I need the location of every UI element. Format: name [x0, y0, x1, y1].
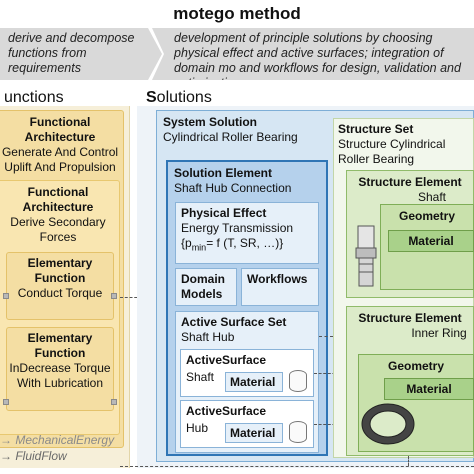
flow2-label: FluidFlow [15, 449, 67, 463]
geometry-box-ring: Geometry [358, 354, 474, 452]
link-line [120, 297, 142, 298]
workflows-label: Workflows [247, 272, 308, 286]
domain-models-box: Domain Models [175, 268, 237, 306]
ef2-title: Elementary Function [27, 331, 93, 360]
surfaceset-title: Active Surface Set [181, 315, 287, 329]
cylinder-icon [289, 421, 307, 443]
fa1-title: Functional Architecture [24, 115, 96, 144]
active-surface-hub: ActiveSurface Hub Material [180, 400, 314, 448]
elementary-function-torque: Elementary Function Conduct Torque [6, 252, 114, 320]
arrow-right-icon: → [0, 449, 12, 463]
output-port-icon [111, 293, 117, 299]
link-line [319, 336, 333, 337]
system-text: Cylindrical Roller Bearing [163, 130, 298, 144]
input-port-icon [3, 293, 9, 299]
as1-material: Material [225, 372, 283, 392]
as2-material: Material [225, 423, 283, 443]
ef2-text: InDecrease Torque With Lubrication [9, 361, 111, 390]
fa2-title: Functional Architecture [22, 185, 94, 214]
as1-title: ActiveSurface [186, 353, 267, 367]
el1-material: Material [388, 230, 474, 252]
flow1-label: MechanicalEnergy [15, 433, 115, 447]
solutions-heading-initial: S [146, 89, 157, 106]
functions-heading: unctions [4, 89, 64, 106]
el2-geometry: Geometry [387, 359, 445, 373]
input-port-icon [3, 399, 9, 405]
workflows-box: Workflows [241, 268, 319, 306]
elementary-function-lubrication: Elementary Function InDecrease Torque Wi… [6, 327, 114, 411]
flow-fluid-flow: → FluidFlow [0, 449, 67, 463]
effect-formula-sub: min [191, 242, 207, 253]
fa1-text: Generate And Control Uplift And Propulsi… [1, 145, 119, 174]
link-line [314, 424, 340, 425]
effect-formula: {pmin= f (T, SR, …)} [181, 236, 283, 255]
domain-models-label: Domain Models [181, 272, 226, 301]
output-port-icon [111, 399, 117, 405]
active-surface-shaft: ActiveSurface Shaft Material [180, 349, 314, 397]
physical-effect-box: Physical Effect Energy Transmission {pmi… [175, 202, 319, 264]
ef1-text: Conduct Torque [17, 286, 103, 300]
set-text: Structure Cylindrical Roller Bearing [338, 137, 446, 166]
arrow-right-icon: → [0, 433, 12, 447]
as2-title: ActiveSurface [186, 404, 267, 418]
effect-title: Physical Effect [181, 206, 267, 220]
fa2-text: Derive Secondary Forces [10, 215, 106, 244]
effect-text: Energy Transmission [181, 221, 294, 235]
solutions-heading-rest: olutions [156, 89, 212, 106]
process-step-develop: development of principle solutions by ch… [152, 28, 474, 80]
el1-geometry: Geometry [398, 209, 456, 223]
surfaceset-text: Shaft Hub [181, 330, 235, 344]
element-text: Shaft Hub Connection [174, 181, 292, 195]
el2-text: Inner Ring [411, 326, 467, 340]
process-step-derive: derive and decompose functions from requ… [0, 28, 162, 80]
ef1-title: Elementary Function [27, 256, 93, 285]
link-line [408, 456, 409, 466]
diagram-title: motego method [173, 4, 301, 23]
el2-material: Material [384, 378, 474, 400]
system-title: System Solution [163, 115, 258, 129]
solutions-heading: Solutions [146, 86, 212, 110]
element-title: Solution Element [174, 166, 273, 180]
set-title: Structure Set [338, 122, 414, 136]
el1-text: Shaft [417, 190, 447, 204]
effect-formula-start: {p [181, 236, 192, 250]
el1-title: Structure Element [358, 175, 462, 189]
as2-text: Hub [186, 421, 209, 435]
inner-ring-icon [361, 403, 415, 445]
link-line [314, 373, 340, 374]
as1-text: Shaft [186, 370, 215, 384]
flow-mechanical-energy: → MechanicalEnergy [0, 433, 114, 447]
cylinder-icon [289, 370, 307, 392]
link-line [120, 466, 474, 467]
effect-formula-end: = f (T, SR, …)} [206, 236, 284, 250]
shaft-icon [355, 225, 377, 287]
el2-title: Structure Element [358, 311, 462, 325]
